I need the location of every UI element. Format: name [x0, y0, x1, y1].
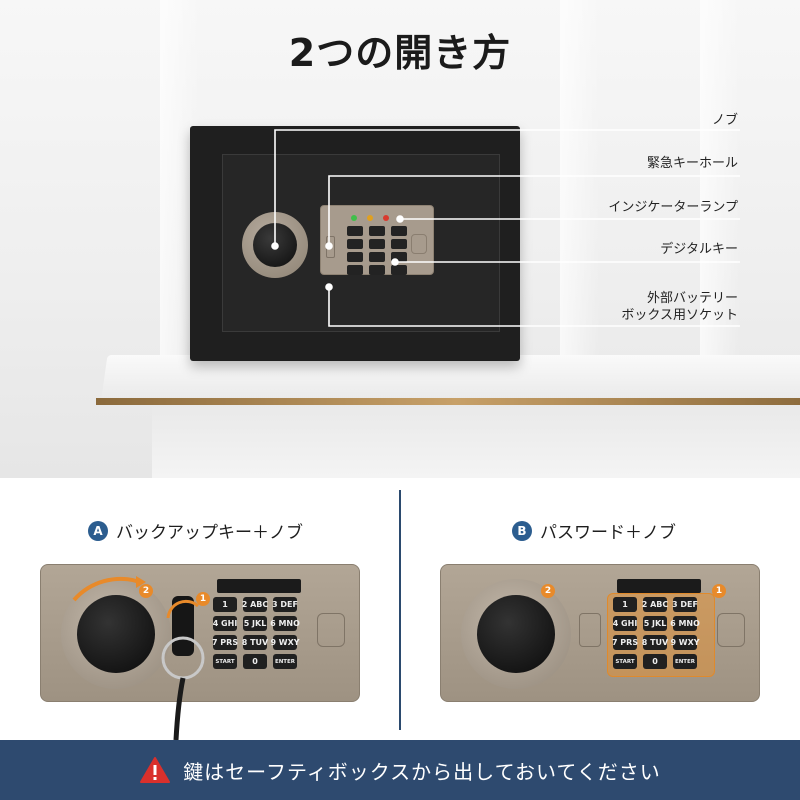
turn-arrow-icon: [166, 599, 200, 619]
keypad-key[interactable]: 1: [213, 597, 237, 612]
keypad-key[interactable]: [369, 239, 385, 249]
green-lamp-icon: [351, 215, 357, 221]
start-key[interactable]: START: [213, 654, 237, 669]
warning-text: 鍵はセーフティボックスから出しておいてください: [183, 759, 661, 784]
enter-key[interactable]: ENTER: [673, 654, 697, 669]
step-2-badge: 2: [541, 584, 555, 598]
step-1-badge: 1: [712, 584, 726, 598]
wall-highlight: [700, 0, 740, 380]
keypad-key[interactable]: 1: [613, 597, 637, 612]
keypad-key[interactable]: 0: [643, 654, 667, 669]
counter-trim: [96, 398, 800, 405]
start-key[interactable]: START: [613, 654, 637, 669]
keypad-key[interactable]: [347, 239, 363, 249]
page-title: 2つの開き方: [288, 31, 512, 75]
knob[interactable]: [477, 595, 555, 673]
keypad-key[interactable]: [391, 265, 407, 275]
keypad-key[interactable]: [347, 226, 363, 236]
label-digital-key: デジタルキー: [660, 242, 738, 257]
digital-keypad: [347, 226, 407, 275]
keypad-key[interactable]: [391, 252, 407, 262]
keypad-key[interactable]: [369, 226, 385, 236]
badge-b: B: [512, 520, 532, 541]
counter-front: [152, 405, 800, 478]
method-a-label: バックアップキー＋ノブ: [116, 523, 303, 543]
step-1-badge: 1: [196, 592, 210, 606]
keypad-key[interactable]: 0: [243, 654, 267, 669]
cover-plate: [717, 613, 745, 647]
keypad-key[interactable]: 7 PRS: [212, 635, 238, 650]
keypad-key[interactable]: 5 JKL: [243, 616, 267, 631]
callout-line-knob: [274, 129, 740, 246]
section-divider: [399, 490, 401, 730]
keypad-key[interactable]: 6 MNO: [670, 616, 700, 631]
badge-a: A: [88, 520, 108, 541]
keypad-key[interactable]: [369, 252, 385, 262]
callout-lines: [271, 129, 740, 327]
label-emergency-keyhole: 緊急キーホール: [646, 156, 738, 171]
keypad: 1 2 ABC 3 DEF 4 GHI 5 JKL 6 MNO 7 PRS 8 …: [612, 597, 700, 669]
keypad-key[interactable]: 8 TUV: [642, 635, 668, 650]
indicator-lamps: [351, 215, 389, 221]
label-knob: ノブ: [711, 113, 738, 128]
step-2-badge: 2: [139, 584, 153, 598]
warning-bar: 鍵はセーフティボックスから出しておいてください: [0, 740, 800, 800]
control-panel: [320, 205, 434, 275]
keypad-key[interactable]: 2 ABC: [642, 597, 668, 612]
key-icon: [172, 596, 194, 656]
keypad-key[interactable]: 5 JKL: [643, 616, 667, 631]
warning-triangle-icon: [140, 757, 171, 783]
keypad-key[interactable]: 3 DEF: [272, 597, 298, 612]
cover-plate: [411, 234, 427, 254]
knob[interactable]: [77, 595, 155, 673]
keypad-key[interactable]: 8 TUV: [242, 635, 268, 650]
panel-method-b: 1 2 ABC 3 DEF 4 GHI 5 JKL 6 MNO 7 PRS 8 …: [440, 564, 760, 702]
keypad-key[interactable]: [391, 226, 407, 236]
keypad-key[interactable]: 2 ABC: [242, 597, 268, 612]
callout-line-battery: [328, 287, 740, 327]
keypad-key[interactable]: [369, 265, 385, 275]
method-a-heading: A バックアップキー＋ノブ: [88, 518, 303, 543]
keypad: 1 2 ABC 3 DEF 4 GHI 5 JKL 6 MNO 7 PRS 8 …: [212, 597, 300, 669]
enter-key[interactable]: ENTER: [273, 654, 297, 669]
keypad-key[interactable]: [347, 252, 363, 262]
keyhole-cover: [579, 613, 601, 647]
keypad-key[interactable]: 9 WXY: [670, 635, 700, 650]
method-b-label: パスワード＋ノブ: [540, 523, 676, 543]
rotate-arrow-icon: [72, 576, 141, 602]
label-indicator-lamp: インジケーターランプ: [608, 200, 738, 215]
red-lamp-icon: [383, 215, 389, 221]
arrowhead-icon: [136, 576, 146, 588]
amber-lamp-icon: [367, 215, 373, 221]
key-cord: [173, 677, 186, 740]
label-battery-socket: 外部バッテリー ボックス用ソケット: [621, 291, 738, 323]
keypad-key[interactable]: 4 GHI: [213, 616, 237, 631]
callout-line-keyhole: [328, 175, 740, 246]
keypad-key[interactable]: [391, 239, 407, 249]
hero-section: 2つの開き方 ノブ 緊急キーホール インジケーターランプ デジタルキー 外部バッ…: [0, 0, 800, 478]
keypad-key[interactable]: [347, 265, 363, 275]
keypad-key[interactable]: 4 GHI: [613, 616, 637, 631]
cover-plate: [317, 613, 345, 647]
keypad-key[interactable]: 3 DEF: [672, 597, 698, 612]
keypad-key[interactable]: 9 WXY: [270, 635, 300, 650]
method-b-heading: B パスワード＋ノブ: [512, 518, 676, 543]
wall-highlight: [560, 0, 600, 380]
keypad-key[interactable]: 7 PRS: [612, 635, 638, 650]
keypad-key[interactable]: 6 MNO: [270, 616, 300, 631]
lcd-display: [217, 579, 301, 593]
lcd-display: [617, 579, 701, 593]
